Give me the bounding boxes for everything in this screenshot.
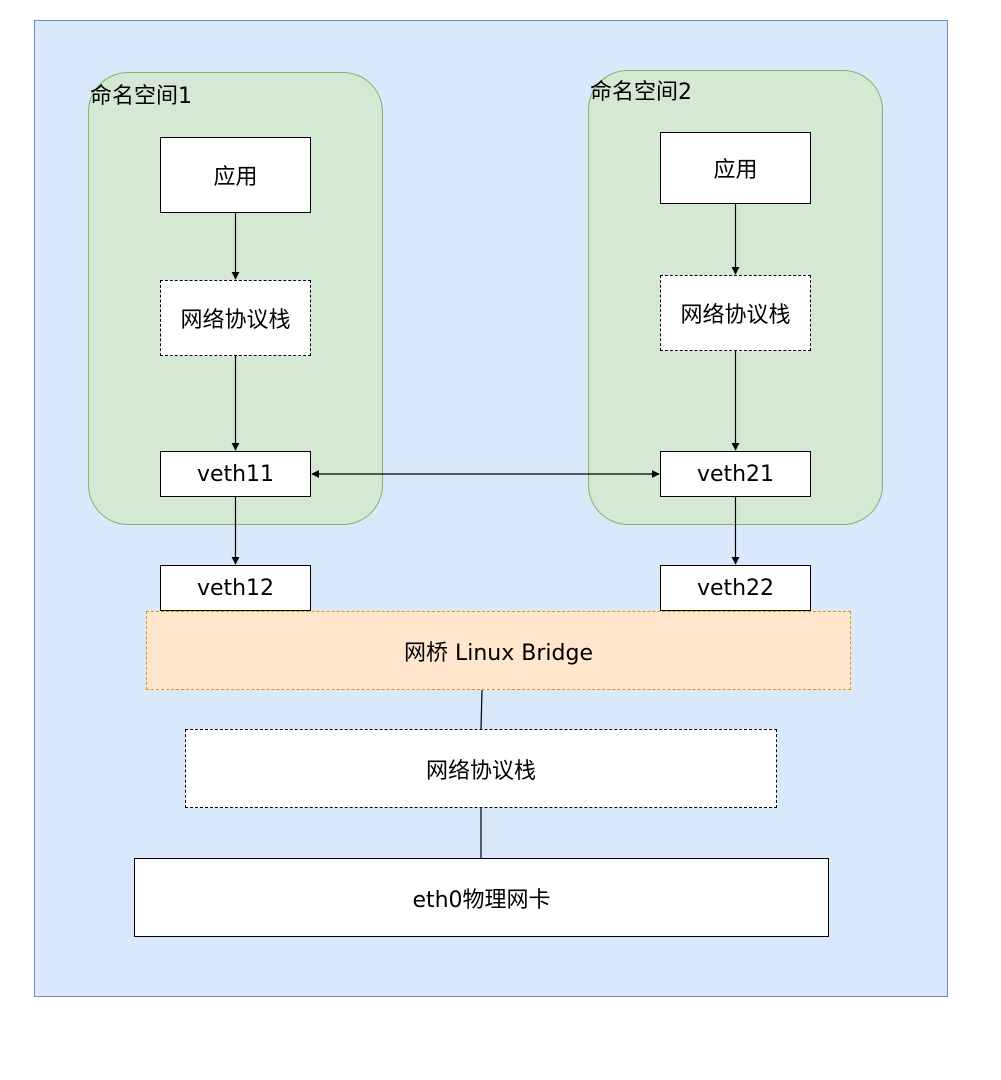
host-stack-box: 网络协议栈	[185, 729, 777, 808]
ns2-app-box: 应用	[660, 132, 811, 204]
ns1-app-box: 应用	[160, 137, 311, 213]
veth22-box: veth22	[660, 565, 811, 611]
line-bridge-to-hoststack	[480, 689, 483, 730]
veth21-box: veth21	[660, 451, 811, 497]
veth12-box: veth12	[160, 565, 311, 611]
veth11-box: veth11	[160, 451, 311, 497]
namespace-1-label: 命名空间1	[90, 84, 192, 109]
linux-bridge-box: 网桥 Linux Bridge	[146, 611, 851, 690]
eth0-nic-box: eth0物理网卡	[134, 858, 829, 937]
ns1-stack-box: 网络协议栈	[160, 280, 311, 356]
namespace-2-label: 命名空间2	[590, 80, 692, 105]
ns2-stack-box: 网络协议栈	[660, 275, 811, 351]
